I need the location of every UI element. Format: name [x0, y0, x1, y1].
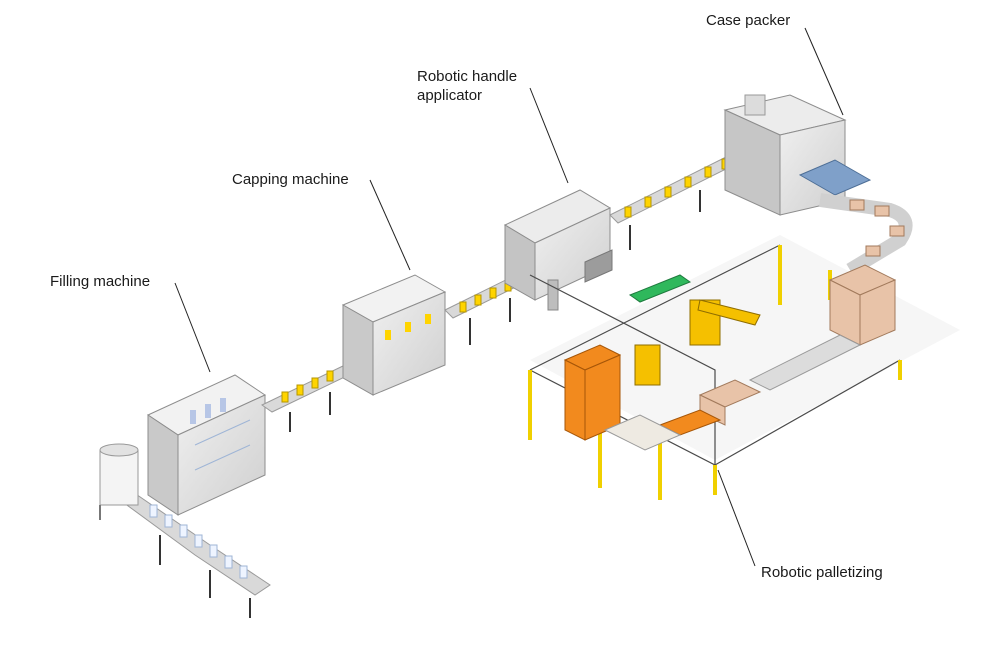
label-filling-machine: Filling machine	[50, 273, 151, 290]
case-packer	[723, 94, 872, 216]
label-robotic-palletizing: Robotic palletizing	[761, 564, 883, 581]
case-conveyor	[819, 193, 913, 277]
leader-lines	[174, 27, 844, 567]
label-case-packer: Case packer	[706, 12, 791, 29]
filling-machine	[146, 374, 267, 516]
label-handle-applicator-line2: applicator	[417, 87, 483, 104]
capping-machine	[341, 274, 447, 396]
label-capping-machine: Capping machine	[232, 171, 349, 188]
conveyor-1	[261, 364, 356, 432]
label-handle-applicator-line1: Robotic handle	[417, 68, 518, 85]
infeed-conveyor	[119, 489, 271, 618]
label-handle-applicator: Robotic handle applicator	[417, 67, 517, 105]
palletizing-cell	[528, 235, 960, 500]
supply-tank	[99, 443, 139, 520]
handle-applicator	[503, 189, 613, 311]
